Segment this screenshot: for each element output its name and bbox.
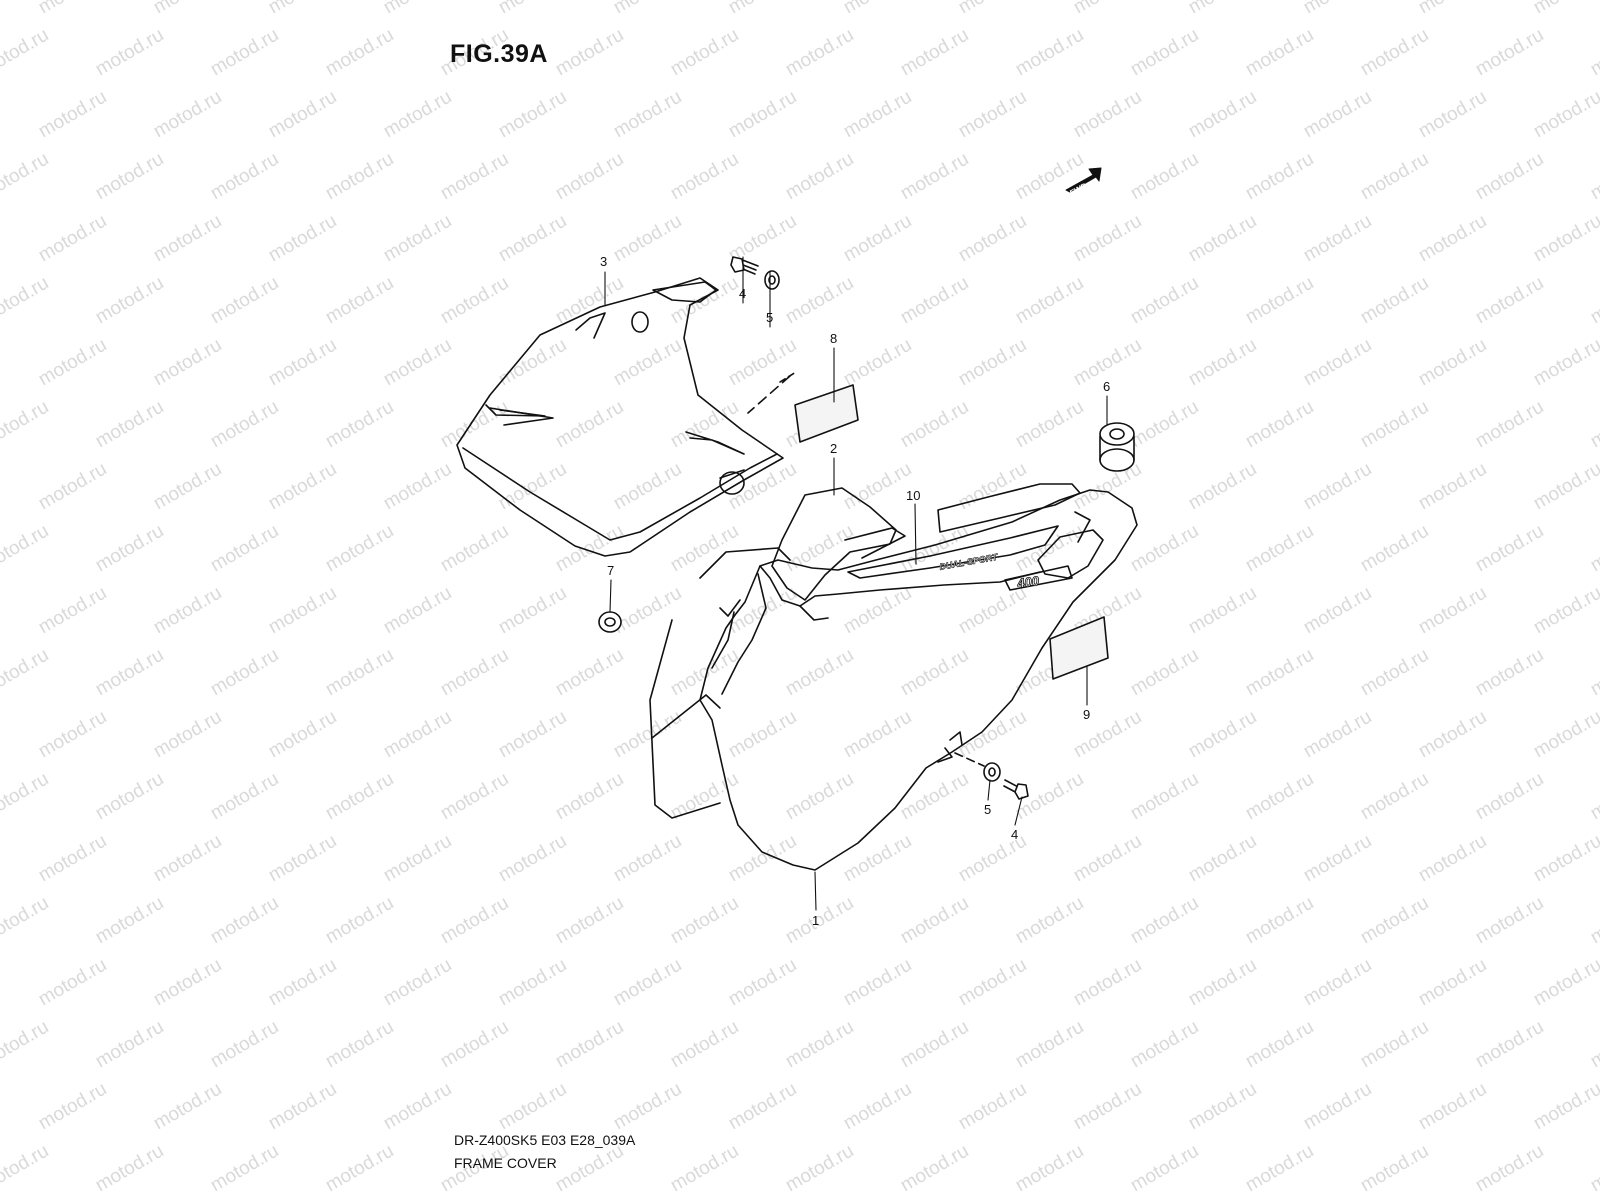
callout-4-upper: 4 (739, 286, 746, 301)
callout-5-upper: 5 (766, 310, 773, 325)
decal-badge-text: 400 (1015, 573, 1040, 591)
part-1-frame-cover (699, 483, 1138, 871)
part-2-inner-cover (649, 487, 906, 819)
forward-arrow-icon (1065, 167, 1102, 193)
footer-model-code: DR-Z400SK5 E03 E28_039A (454, 1132, 636, 1148)
callout-2: 2 (830, 441, 837, 456)
callout-10: 10 (906, 488, 920, 503)
part-8-pad (794, 384, 859, 443)
leader-dashed-upper (747, 375, 791, 414)
callout-7: 7 (607, 563, 614, 578)
callout-9: 9 (1083, 707, 1090, 722)
fwd-badge: FWD (1065, 167, 1102, 198)
callout-6: 6 (1103, 379, 1110, 394)
footer-section-name: FRAME COVER (454, 1155, 557, 1171)
callout-1: 1 (812, 913, 819, 928)
part-5-washer-upper (764, 270, 780, 290)
callout-labels: 3 4 5 8 6 2 10 7 9 5 4 1 (600, 254, 1110, 928)
figure-title: FIG.39A (450, 40, 548, 68)
callout-4-lower: 4 (1011, 827, 1018, 842)
part-4-bolt-lower (1003, 779, 1029, 800)
leader-dashed-upper-2 (779, 371, 797, 383)
callout-leaders (604, 256, 1108, 911)
part-7-grommet (598, 611, 622, 633)
leader-dashed-lower (954, 752, 985, 767)
part-6-grommet (1099, 422, 1135, 472)
part-4-bolt-upper (730, 256, 759, 275)
fwd-label: FWD (1068, 181, 1089, 198)
callout-8: 8 (830, 331, 837, 346)
part-5-washer-lower (983, 762, 1001, 782)
callout-5-lower: 5 (984, 802, 991, 817)
decal-stripe-text: DUAL-SPORT (939, 552, 1000, 572)
part-9-pad (1049, 616, 1109, 680)
part-3-upper-cover (456, 277, 784, 557)
callout-3: 3 (600, 254, 607, 269)
